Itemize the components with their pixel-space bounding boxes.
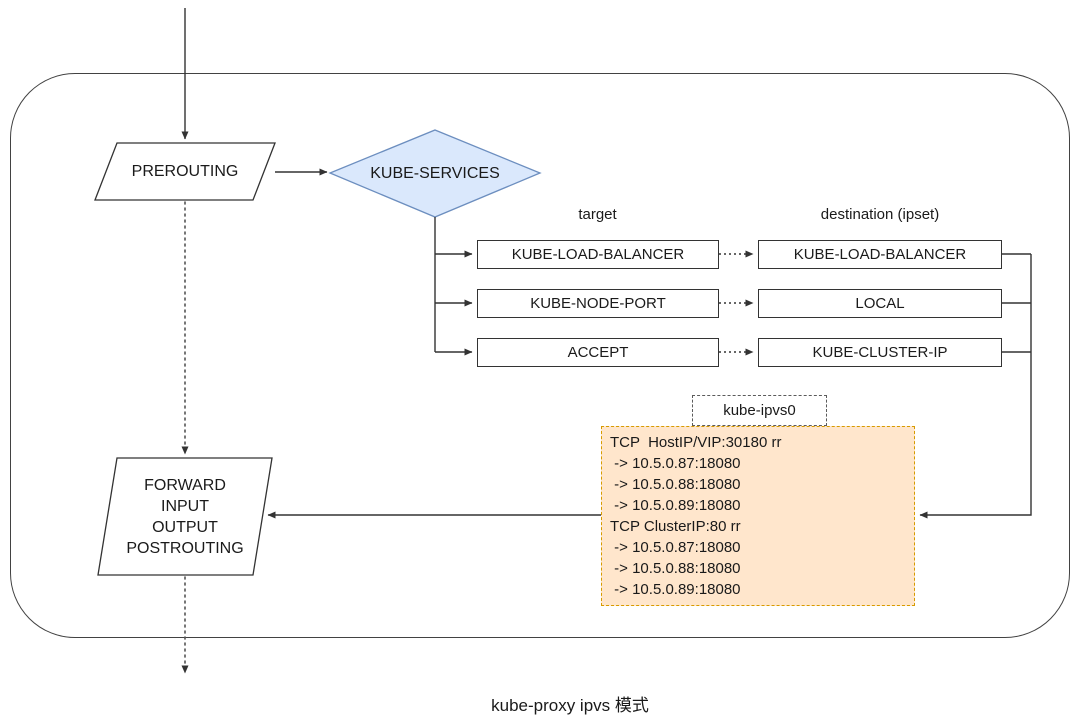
prerouting-shape	[94, 142, 276, 201]
target-box-kube-node-port: KUBE-NODE-PORT	[477, 289, 719, 318]
diagram-caption: kube-proxy ipvs 模式	[491, 696, 649, 715]
ipvs-rule-line: -> 10.5.0.88:18080	[610, 476, 741, 493]
prerouting-label: PREROUTING	[131, 162, 239, 180]
forward-chain-line: FORWARD	[144, 476, 226, 494]
ipvs-rule-line: -> 10.5.0.87:18080	[610, 455, 741, 472]
forward-chain-line: POSTROUTING	[126, 539, 244, 557]
destination-box-local: LOCAL	[758, 289, 1002, 318]
target-column-header: target	[578, 206, 617, 223]
netfilter-boundary-box	[10, 73, 1070, 638]
forward-chain-line: INPUT	[161, 497, 209, 515]
ipvs-rule-line: -> 10.5.0.87:18080	[610, 539, 741, 556]
ipvs-rule-line: -> 10.5.0.89:18080	[610, 497, 741, 514]
forward-chain-label: FORWARD INPUT OUTPUT POSTROUTING	[98, 460, 272, 573]
destination-column-header: destination (ipset)	[820, 206, 940, 223]
target-box-accept: ACCEPT	[477, 338, 719, 367]
forward-chain-line: OUTPUT	[152, 518, 218, 536]
destination-box-kube-load-balancer: KUBE-LOAD-BALANCER	[758, 240, 1002, 269]
kube-ipvs0-device-label: kube-ipvs0	[692, 395, 827, 426]
bus-to-ipvs-arrow	[919, 254, 1032, 519]
kube-services-label: KUBE-SERVICES	[370, 164, 500, 182]
destination-box-kube-cluster-ip: KUBE-CLUSTER-IP	[758, 338, 1002, 367]
ipvs-rule-line: -> 10.5.0.88:18080	[610, 560, 741, 577]
ipvs-rule-line: TCP ClusterIP:80 rr	[610, 518, 741, 535]
ipvs-rules-box: TCP HostIP/VIP:30180 rr -> 10.5.0.87:180…	[601, 426, 915, 606]
forward-chain-shape	[97, 457, 273, 576]
target-box-kube-load-balancer: KUBE-LOAD-BALANCER	[477, 240, 719, 269]
ipvs-rule-line: TCP HostIP/VIP:30180 rr	[610, 434, 782, 451]
ipvs-rule-line: -> 10.5.0.89:18080	[610, 581, 741, 598]
